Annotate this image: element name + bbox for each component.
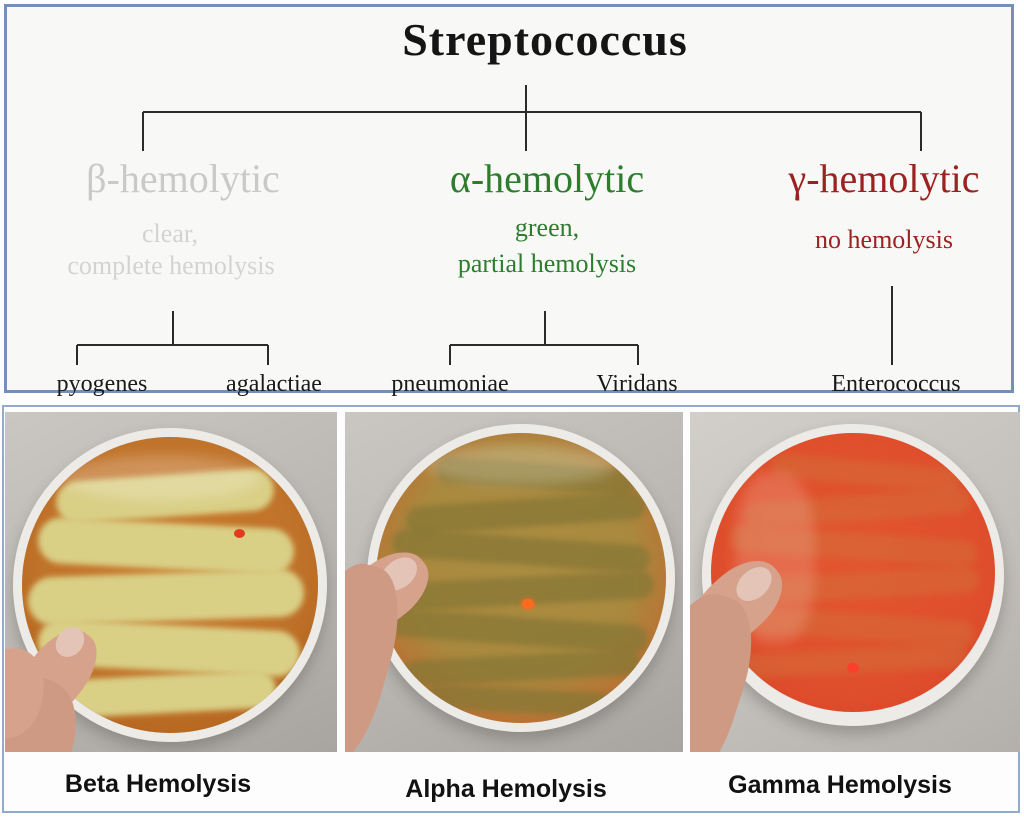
branch-beta-label: β-hemolytic — [86, 156, 280, 201]
species-pyogenes: pyogenes — [56, 371, 148, 397]
classification-panel: Streptococcus β-hemolytic clear, complet… — [4, 4, 1014, 397]
species-enterococcus: Enterococcus — [831, 371, 961, 397]
branch-beta-desc-2: complete hemolysis — [67, 251, 275, 280]
red-highlight-dot-gamma — [847, 663, 859, 673]
species-agalactiae: agalactiae — [226, 371, 322, 397]
red-highlight-dot — [234, 529, 245, 538]
agar-gamma — [711, 433, 995, 712]
species-viridans: Viridans — [596, 371, 678, 397]
orange-highlight-dot — [522, 599, 534, 609]
branch-alpha-desc-1: green, — [514, 213, 580, 242]
photo-beta-hemolysis — [5, 412, 337, 752]
photo-caption-gamma: Gamma Hemolysis — [728, 771, 952, 799]
branch-gamma-label: γ-hemolytic — [788, 156, 980, 201]
diagram-title: Streptococcus — [402, 14, 688, 65]
photo-alpha-hemolysis — [345, 412, 683, 752]
species-pneumoniae: pneumoniae — [391, 371, 509, 397]
branch-gamma-desc-1: no hemolysis — [815, 225, 953, 254]
photo-caption-alpha: Alpha Hemolysis — [405, 775, 607, 803]
agar-beta — [22, 437, 318, 733]
tree-connectors — [76, 85, 922, 365]
photo-gamma-hemolysis — [690, 412, 1020, 752]
branch-alpha-desc-2: partial hemolysis — [457, 249, 637, 278]
branch-beta-desc-1: clear, — [142, 219, 198, 248]
petri-dish-beta — [13, 428, 327, 742]
branch-alpha-label: α-hemolytic — [449, 156, 645, 201]
photo-caption-beta: Beta Hemolysis — [64, 770, 252, 798]
